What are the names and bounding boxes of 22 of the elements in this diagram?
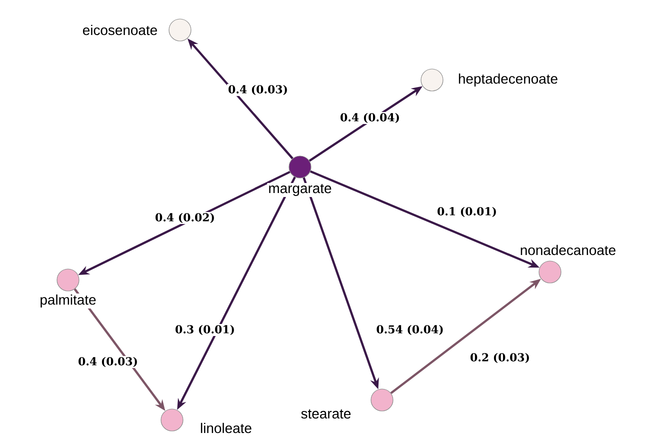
edge-label: 0.4 (0.03) (227, 84, 289, 96)
node-label: stearate (300, 408, 352, 420)
node-label: linoleate (199, 422, 253, 434)
edge-label: 0.2 (0.03) (469, 352, 531, 364)
edge-label: 0.54 (0.04) (375, 324, 445, 336)
node-circle (538, 260, 562, 284)
node-label: eicosenoate (81, 24, 159, 36)
edge-label: 0.4 (0.03) (77, 356, 139, 368)
node-circle (168, 18, 192, 42)
node-label: margarate (267, 183, 333, 197)
edge-label: 0.4 (0.04) (339, 112, 401, 124)
node-label: nonadecanoate (518, 244, 618, 256)
node-circle (160, 408, 184, 432)
node-label: palmitate (38, 294, 98, 308)
node-circle (370, 388, 394, 412)
edge-label: 0.4 (0.02) (154, 212, 216, 224)
node-circle (420, 68, 444, 92)
node-circle (56, 268, 80, 292)
edge-label: 0.3 (0.01) (174, 324, 236, 336)
node-label: heptadecenoate (456, 72, 560, 88)
node-circle (288, 156, 312, 178)
edge-label: 0.1 (0.01) (436, 206, 498, 218)
